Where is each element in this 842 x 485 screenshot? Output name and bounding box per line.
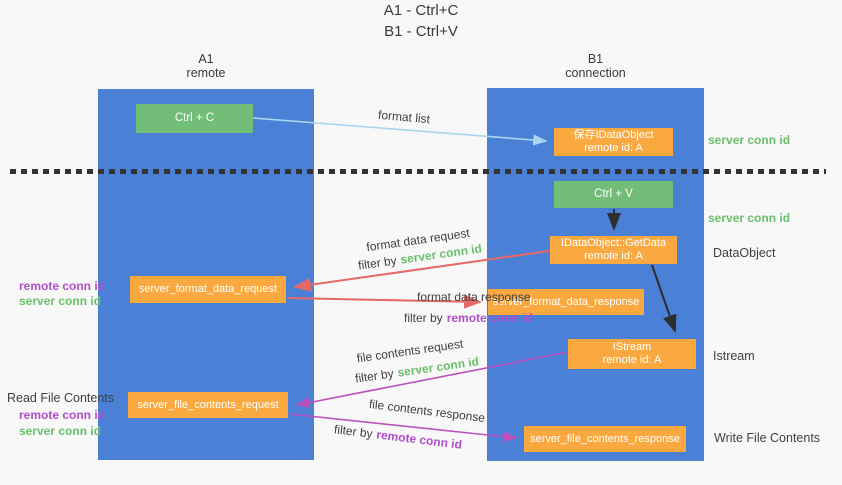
write-file-contents-label: Write File Contents bbox=[714, 431, 821, 445]
right-server-conn-id-label-1: server conn id bbox=[708, 133, 791, 147]
dotted-divider-line bbox=[10, 169, 826, 174]
istream-box: IStream remote id: A bbox=[568, 339, 696, 369]
server-format-data-response-box: server_format_data_response bbox=[488, 289, 644, 315]
istream-line2: remote id: A bbox=[602, 354, 662, 366]
server-file-contents-response-box: server_file_contents_response bbox=[524, 426, 686, 452]
ctrl-v-box: Ctrl + V bbox=[554, 181, 673, 208]
lifeline-b1-name: B1 bbox=[587, 52, 604, 66]
left-server-conn-id-label-2: server conn id bbox=[19, 424, 102, 438]
left-server-conn-id-label-1: server conn id bbox=[19, 294, 102, 308]
save-idataobject-line2: remote id: A bbox=[584, 142, 643, 154]
file-response-label: server_file_contents_response bbox=[530, 432, 680, 445]
format-response-label: server_format_data_response bbox=[492, 295, 640, 308]
ctrl-v-label: Ctrl + V bbox=[594, 188, 633, 200]
file-contents-response-arrow bbox=[289, 413, 518, 443]
format-data-request-arrow bbox=[293, 250, 550, 292]
ctrl-c-box: Ctrl + C bbox=[136, 104, 253, 133]
getdata-to-istream-arrow bbox=[651, 264, 677, 333]
server-file-contents-request-box: server_file_contents_request bbox=[128, 392, 288, 418]
left-remote-conn-id-label-2: remote conn id bbox=[19, 408, 106, 422]
getdata-line2: remote id: A bbox=[584, 250, 643, 262]
lifeline-a1-name: A1 bbox=[198, 52, 214, 66]
remote-conn-id-text: remote conn id bbox=[446, 311, 533, 325]
format-data-response-arrow bbox=[287, 294, 482, 309]
lifeline-header-b1: B1 connection bbox=[487, 52, 704, 80]
istream-line1: IStream bbox=[612, 341, 652, 353]
file-request-label: server_file_contents_request bbox=[137, 398, 279, 411]
format-request-label: server_format_data_request bbox=[138, 283, 278, 295]
ctrl-c-label: Ctrl + C bbox=[174, 112, 215, 124]
filter-by-text: filter by bbox=[404, 311, 443, 325]
server-format-data-request-box: server_format_data_request bbox=[130, 276, 286, 303]
lifeline-header-a1: A1 remote bbox=[98, 52, 314, 80]
idataobject-getdata-box: IDataObject::GetData remote id: A bbox=[550, 236, 677, 264]
save-idataobject-box: 保存IDataObject remote id: A bbox=[554, 128, 673, 156]
diagram-title: A1 - Ctrl+C B1 - Ctrl+V bbox=[0, 0, 842, 42]
format-data-response-label: format data response bbox=[417, 290, 531, 304]
title-line-1: A1 - Ctrl+C bbox=[383, 2, 459, 19]
getdata-line1: IDataObject::GetData bbox=[560, 237, 667, 249]
file-contents-request-arrow bbox=[295, 351, 569, 409]
lifeline-a1-role: remote bbox=[186, 66, 226, 80]
save-idataobject-line1: 保存IDataObject bbox=[573, 129, 654, 141]
left-remote-conn-id-label-1: remote conn id bbox=[19, 279, 106, 293]
istream-side-label: Istream bbox=[713, 349, 755, 363]
dataobject-side-label: DataObject bbox=[713, 246, 776, 260]
right-server-conn-id-label-2: server conn id bbox=[708, 211, 791, 225]
title-line-2: B1 - Ctrl+V bbox=[384, 23, 458, 40]
read-file-contents-label: Read File Contents bbox=[7, 391, 115, 405]
format-list-arrow bbox=[252, 117, 548, 146]
lifeline-b1-role: connection bbox=[565, 66, 626, 80]
